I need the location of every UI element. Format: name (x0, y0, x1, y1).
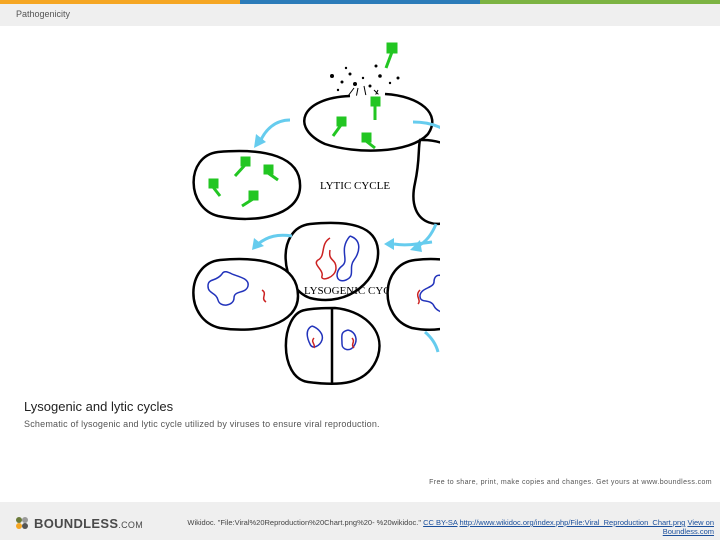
lysogen-cell (388, 259, 440, 330)
figure-caption-text: Schematic of lysogenic and lytic cycle u… (24, 419, 380, 429)
source-citation: Wikidoc. "File:Viral%20Reproduction%20Ch… (160, 518, 714, 536)
replicating-cell (413, 140, 440, 224)
viral-cycle-diagram: LYTIC CYCLE LYSOGENIC CYCLE (180, 38, 440, 398)
lysis-debris (330, 65, 400, 99)
source-url-link[interactable]: http://www.wikidoc.org/index.php/File:Vi… (460, 518, 686, 527)
free-to-share-text: Free to share, print, make copies and ch… (429, 479, 712, 486)
logo-suffix: .COM (118, 520, 143, 530)
figure-caption-title: Lysogenic and lytic cycles (24, 399, 173, 414)
page-title: Pathogenicity (16, 9, 70, 19)
source-prefix: Wikidoc. "File:Viral%20Reproduction%20Ch… (187, 518, 421, 527)
boundless-hex-icon (14, 515, 30, 531)
logo-text: BOUNDLESS (34, 516, 118, 531)
lytic-cycle-label: LYTIC CYCLE (320, 180, 390, 192)
prophage-cell (193, 259, 298, 330)
boundless-logo[interactable]: BOUNDLESS.COM (14, 515, 143, 531)
license-link[interactable]: CC BY-SA (423, 518, 457, 527)
header-bar: Pathogenicity (0, 4, 720, 26)
